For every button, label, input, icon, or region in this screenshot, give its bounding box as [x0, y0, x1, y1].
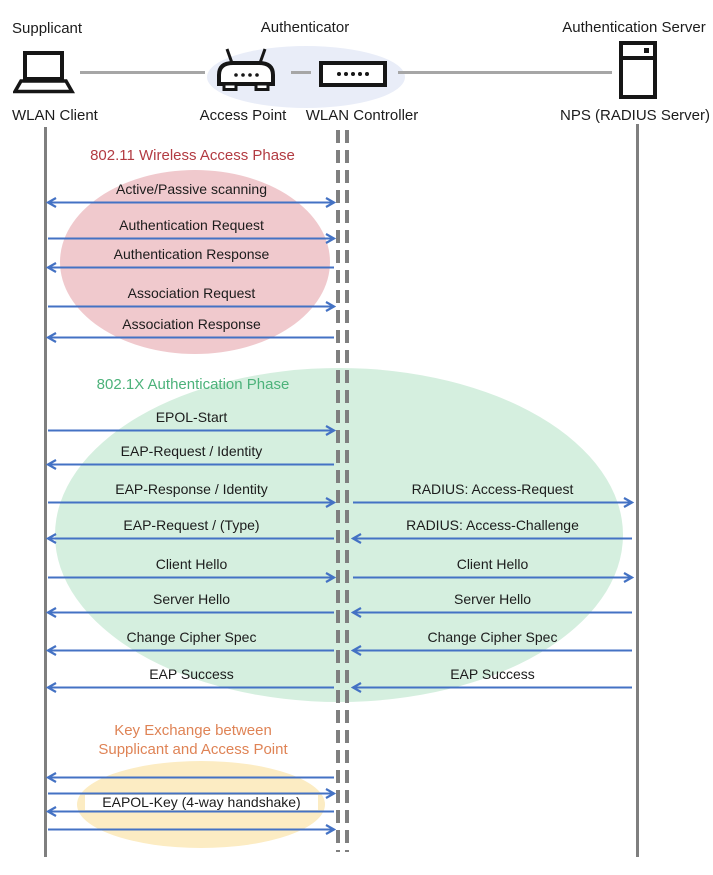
- message-label-left-client-hello: Client Hello: [155, 556, 228, 572]
- lifeline-controller-dashed-2: [345, 130, 349, 852]
- message-label-left-association-request: Association Request: [127, 285, 256, 301]
- lifeline-controller-dashed-1: [336, 130, 340, 852]
- connector-controller-to-server: [398, 71, 612, 74]
- wireless-router-icon: [216, 48, 276, 92]
- phase3-title-line2: Supplicant and Access Point: [98, 741, 288, 758]
- connector-ap-to-controller: [291, 71, 311, 74]
- message-label-right-radius-access-request: RADIUS: Access-Request: [411, 481, 574, 497]
- message-label-left-eap-success: EAP Success: [149, 666, 234, 682]
- message-label-left-eap-request-identity: EAP-Request / Identity: [120, 443, 263, 459]
- message-label-right-eap-success: EAP Success: [450, 666, 535, 682]
- device-label-wlan-client: WLAN Client: [12, 107, 98, 124]
- laptop-icon: [13, 51, 75, 95]
- lifeline-authentication-server: [636, 124, 639, 857]
- connector-client-to-ap: [80, 71, 205, 74]
- actor-role-authenticator: Authenticator: [260, 19, 350, 36]
- lifeline-supplicant: [44, 127, 47, 857]
- message-label-left-eap-response-identity: EAP-Response / Identity: [115, 481, 268, 497]
- device-label-wlan-controller: WLAN Controller: [305, 107, 419, 124]
- message-label-left-eap-request-type: EAP-Request / (Type): [123, 517, 260, 533]
- message-label-right-change-cipher-spec: Change Cipher Spec: [427, 629, 558, 645]
- phase2-title: 802.1X Authentication Phase: [96, 376, 290, 393]
- message-label-left-association-response: Association Response: [122, 316, 261, 332]
- message-label-left-epol-start: EPOL-Start: [155, 409, 228, 425]
- message-label-right-server-hello: Server Hello: [453, 591, 532, 607]
- message-label-right-radius-access-challenge: RADIUS: Access-Challenge: [406, 517, 579, 533]
- message-label-left-active-passive-scanning: Active/Passive scanning: [116, 181, 267, 197]
- device-label-access-point: Access Point: [199, 107, 287, 124]
- controller-box-icon: [319, 61, 387, 87]
- device-label-nps-radius-server: NPS (RADIUS Server): [559, 107, 711, 124]
- phase3-title-line1: Key Exchange between: [114, 722, 272, 739]
- message-label-left-server-hello: Server Hello: [152, 591, 231, 607]
- phase1-title: 802.11 Wireless Access Phase: [90, 147, 295, 164]
- message-label-left-eapol-key-4-way-handshake: EAPOL-Key (4-way handshake): [85, 795, 318, 810]
- message-label-right-client-hello: Client Hello: [456, 556, 529, 572]
- server-tower-icon: [619, 41, 657, 99]
- message-label-left-authentication-request: Authentication Request: [119, 217, 264, 233]
- message-label-left-change-cipher-spec: Change Cipher Spec: [126, 629, 257, 645]
- actor-role-supplicant: Supplicant: [12, 20, 83, 37]
- message-label-left-authentication-response: Authentication Response: [113, 246, 270, 262]
- phase3-title: Key Exchange between Supplicant and Acce…: [48, 721, 338, 759]
- actor-role-authentication-server: Authentication Server: [562, 19, 706, 36]
